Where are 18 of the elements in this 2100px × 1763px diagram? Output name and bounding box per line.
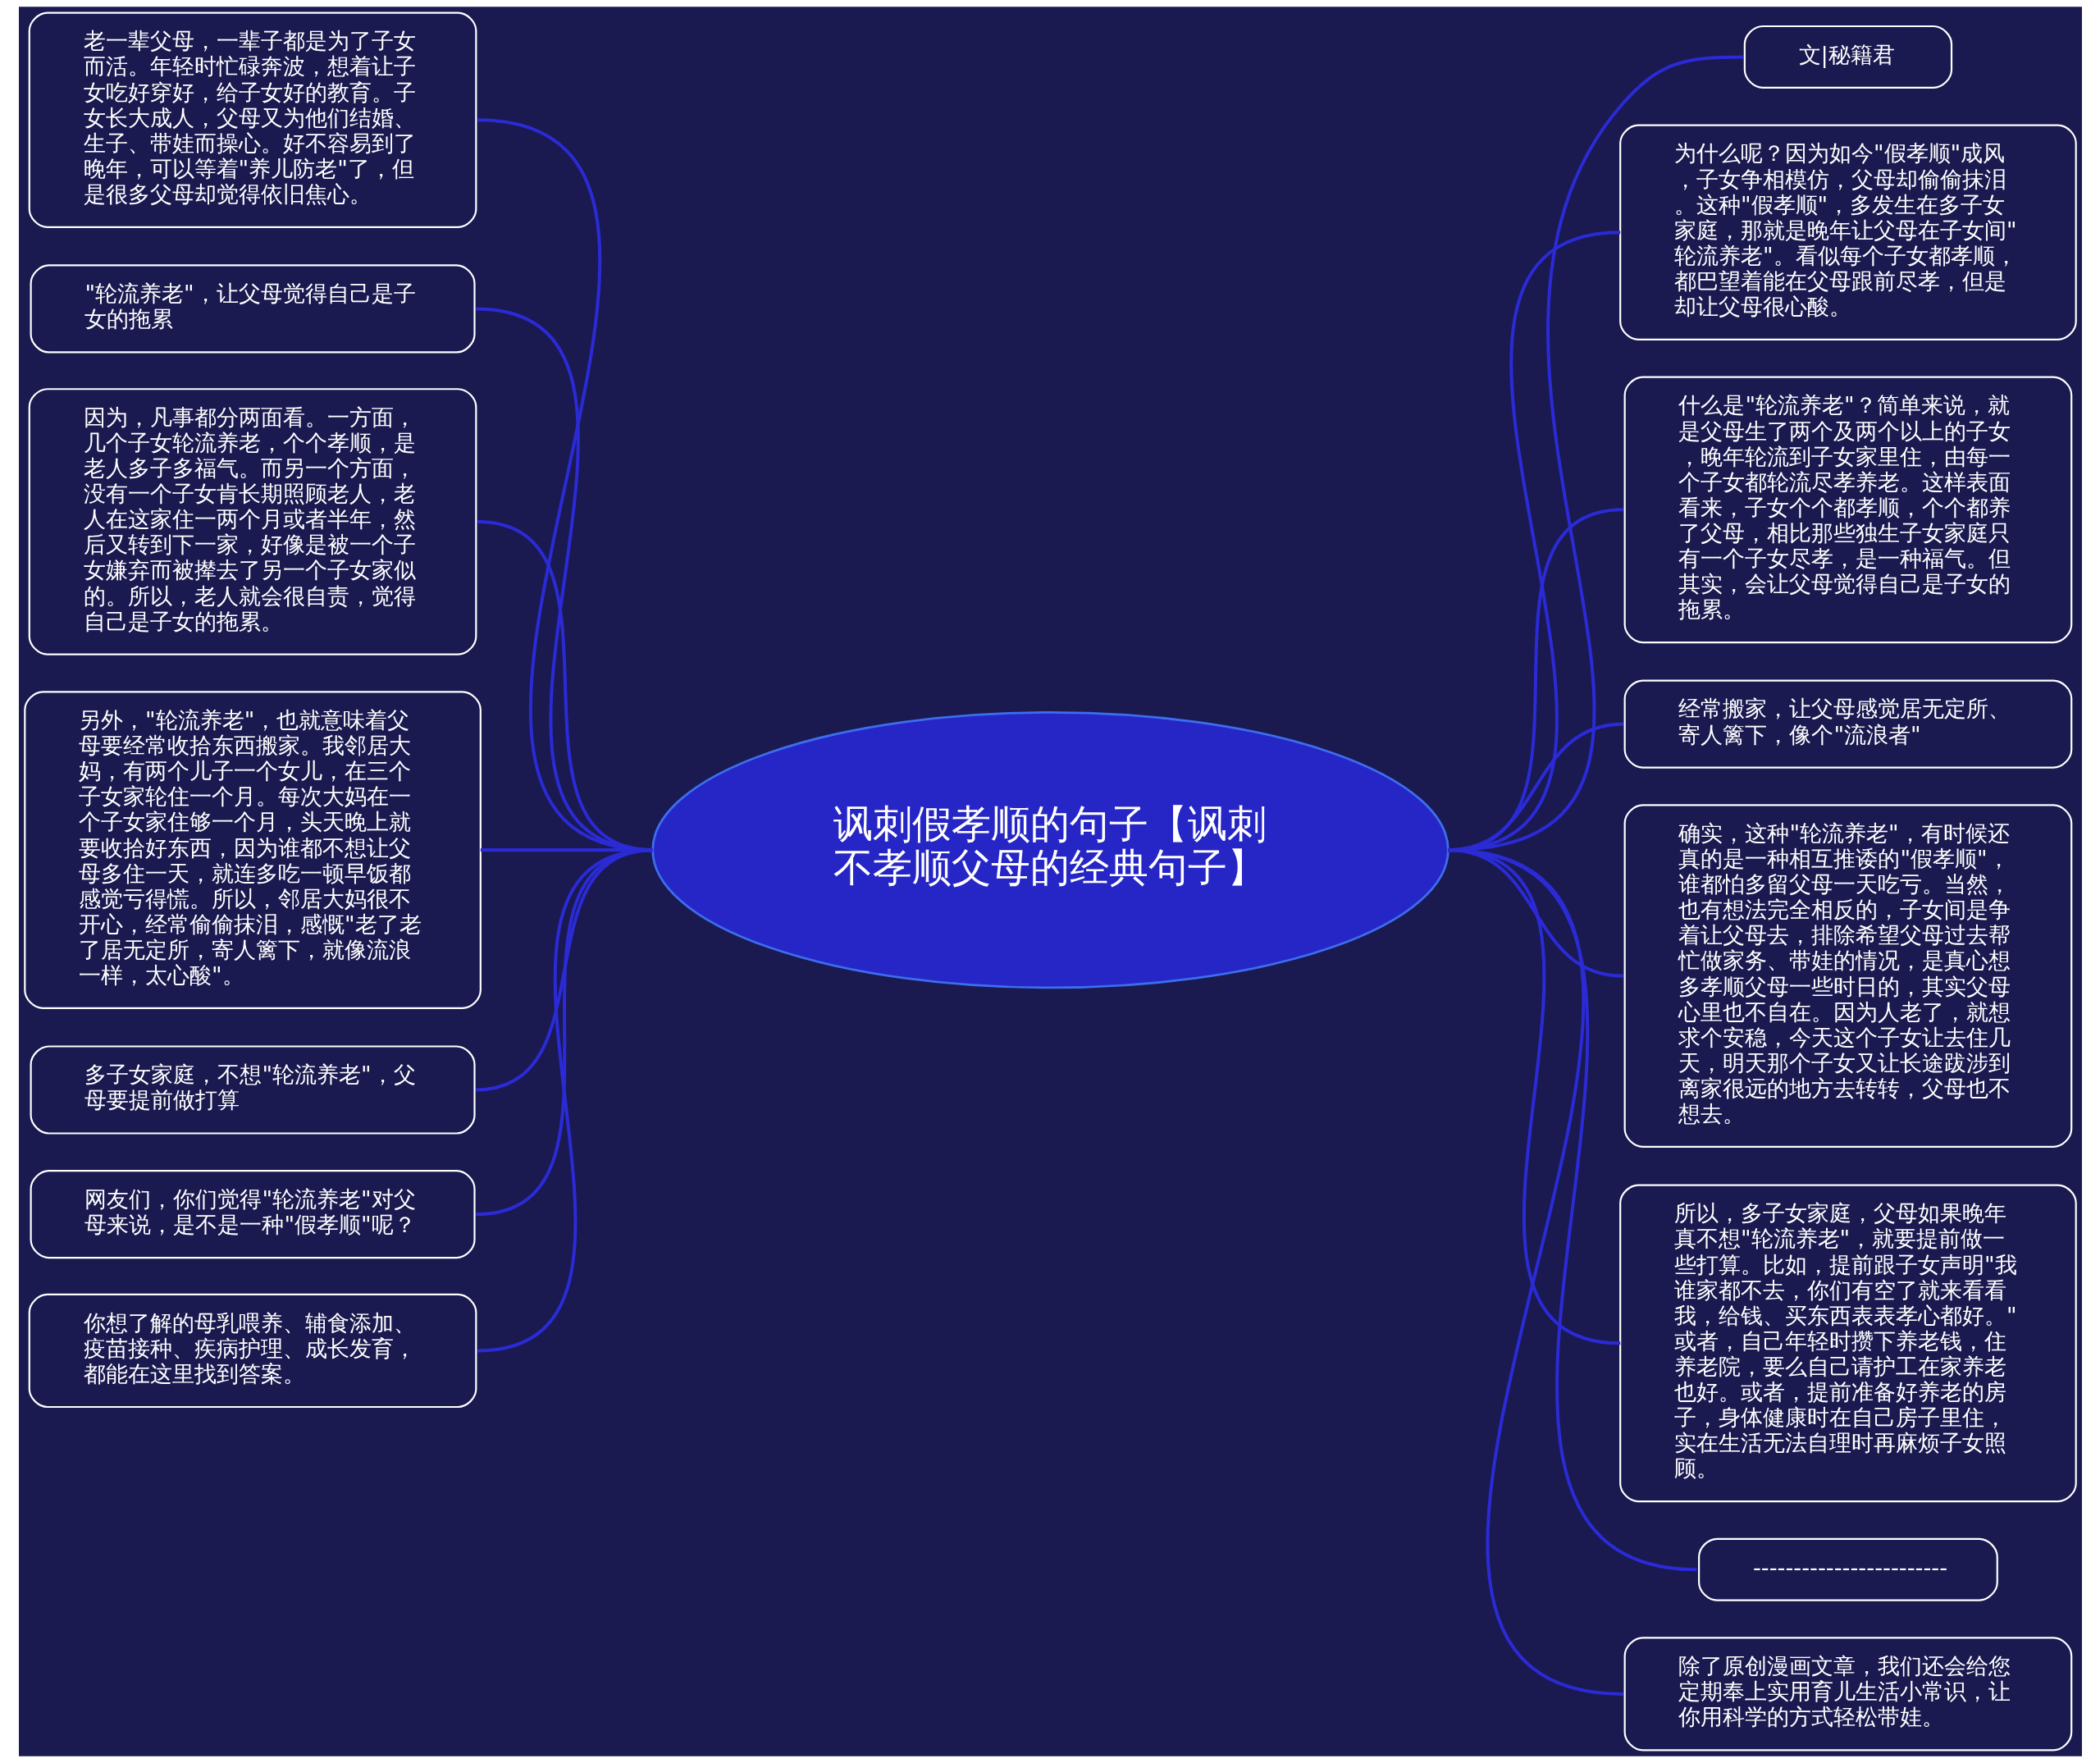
node-box: 为什么呢？因为如今"假孝顺"成风，子女争相模仿，父母却偷偷抹泪。这种"假孝顺"，多发生在多子女家庭，那就是晚年让父母在子女间"轮流养老"。看似每个子女都孝顺，都巴望着能在父母跟前尽孝，但是却让父母很心酸。 — [1618, 124, 2077, 340]
node-box: 确实，这种"轮流养老"，有时候还真的是一种相互推诿的"假孝顺"，谁都怕多留父母一天吃亏。当然，也有想法完全相反的，子女间是争着让父母去，排除希望父母过去帮忙做家务、带娃的情况，是真心想多孝顺父母一些时日的，其实父母心里也不自在。因为人老了，就想求个安稳，今天这个子女让去住几天，明天那个子女又让长途跋涉到离家很远的地方去转转，父母也不想去。 — [1623, 804, 2072, 1149]
node-box: 除了原创漫画文章，我们还会给您定期奉上实用育儿生活小常识，让你用科学的方式轻松带娃。 — [1623, 1637, 2072, 1752]
node-box: 多子女家庭，不想"轮流养老"，父母要提前做打算 — [30, 1045, 476, 1135]
node-box: 所以，多子女家庭，父母如果晚年真不想"轮流养老"，就要提前做一些打算。比如，提前跟子女声明"我谁家都不去，你们有空了就来看看我，给钱、买东西表表孝心都好。"或者，自己年轻时攒下养老钱，住养老院，要么自己请护工在家养老也好。或者，提前准备好养老的房子，身体健康时在自己房子里住，实在生活无法自理时再麻烦子女照顾。 — [1618, 1184, 2077, 1503]
node-box: 老一辈父母，一辈子都是为了子女而活。年轻时忙碌奔波，想着让子女吃好穿好，给子女好的教育。子女长大成人，父母又为他们结婚、生子、带娃而操心。好不容易到了晚年，可以等着"养儿防老"了，但是很多父母却觉得依旧焦心。 — [28, 11, 477, 228]
node-box: ------------------------ — [1697, 1537, 1998, 1601]
node-box: 文|秘籍君 — [1743, 25, 1952, 89]
node-box: 另外，"轮流养老"，也就意味着父母要经常收拾东西搬家。我邻居大妈，有两个儿子一个女儿，在三个子女家轮住一个月。每次大妈在一个子女家住够一个月，头天晚上就要收拾好东西，因为谁都不想让父母多住一天，就连多吃一顿早饭都感觉亏得慌。所以，邻居大妈很不开心，经常偷偷抹泪，感慨"老了老了居无定所，寄人篱下，就像流浪一样，太心酸"。 — [23, 691, 482, 1009]
node-box: "轮流养老"，让父母觉得自己是子女的拖累 — [30, 264, 476, 354]
connector — [1447, 848, 1623, 1696]
node-box: 什么是"轮流养老"？简单来说，就是父母生了两个及两个以上的子女，晚年轮流到子女家里住，由每一个子女都轮流尽孝养老。这样表面看来，子女个个都孝顺，个个都养了父母，相比那些独生子女家庭只有一个子女尽孝，是一种福气。但其实，会让父母觉得自己是子女的拖累。 — [1623, 376, 2072, 644]
node-box: 你想了解的母乳喂养、辅食添加、疫苗接种、疾病护理、成长发育，都能在这里找到答案。 — [28, 1293, 477, 1409]
connector — [477, 848, 653, 1353]
node-box: 网友们，你们觉得"轮流养老"对父母来说，是不是一种"假孝顺"呢？ — [30, 1170, 476, 1259]
node-ellipse: 讽刺假孝顺的句子【讽刺不孝顺父母的经典句子】 — [651, 710, 1449, 989]
node-box: 经常搬家，让父母感觉居无定所、寄人篱下，像个"流浪者" — [1623, 679, 2072, 769]
node-box: 因为，凡事都分两面看。一方面，几个子女轮流养老，个个孝顺，是老人多子多福气。而另一个方面，没有一个子女肯长期照顾老人，老人在这家住一两个月或者半年，然后又转到下一家，好像是被一个子女嫌弃而被撵去了另一个子女家似的。所以，老人就会很自责，觉得自己是子女的拖累。 — [28, 388, 477, 655]
